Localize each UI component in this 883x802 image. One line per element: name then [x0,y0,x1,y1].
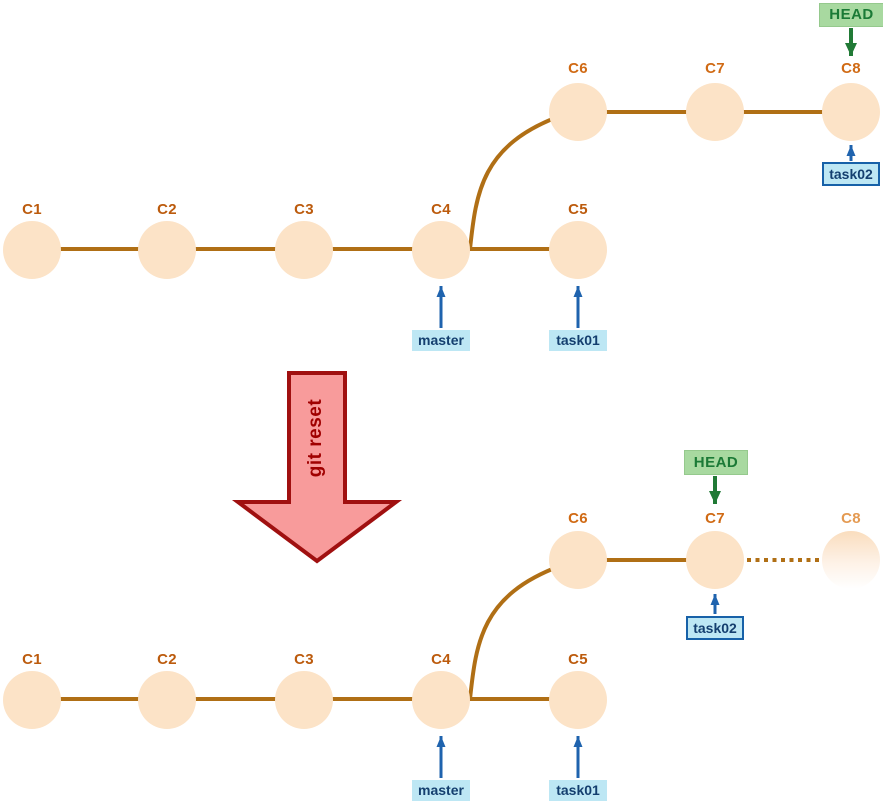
commit-label-c2-after: C2 [157,651,177,668]
commit-node-c2-before [138,221,196,279]
commit-label-c8-after: C8 [841,510,861,527]
commit-node-c7-after [686,531,744,589]
head-badge-before: HEAD [819,3,883,27]
git-reset-arrow [231,371,403,564]
commit-node-c3-after [275,671,333,729]
commit-label-c7-after: C7 [705,510,725,527]
commit-node-c4-before [412,221,470,279]
branch-label-task02-before: task02 [822,162,880,186]
commit-label-c2-before: C2 [157,201,177,218]
branch-label-master-after: master [412,780,470,801]
commit-node-c8-after-faded [822,531,880,589]
commit-node-c7-before [686,83,744,141]
commit-label-c5-after: C5 [568,651,588,668]
commit-label-c1-before: C1 [22,201,42,218]
head-badge-after: HEAD [684,450,748,475]
branch-label-task02-after: task02 [686,616,744,640]
commit-node-c5-before [549,221,607,279]
commit-node-c6-after [549,531,607,589]
commit-node-c4-after [412,671,470,729]
commit-label-c4-before: C4 [431,201,451,218]
commit-label-c7-before: C7 [705,60,725,77]
commit-node-c1-after [3,671,61,729]
commit-node-c2-after [138,671,196,729]
branch-label-task01-after: task01 [549,780,607,801]
commit-label-c6-after: C6 [568,510,588,527]
branch-label-master-before: master [412,330,470,351]
commit-node-c6-before [549,83,607,141]
commit-label-c8-before: C8 [841,60,861,77]
branch-label-task01-before: task01 [549,330,607,351]
commit-node-c8-before [822,83,880,141]
commit-node-c1-before [3,221,61,279]
commit-node-c3-before [275,221,333,279]
after-branch-curve [468,564,561,700]
commit-label-c1-after: C1 [22,651,42,668]
commit-label-c6-before: C6 [568,60,588,77]
commit-label-c3-before: C3 [294,201,314,218]
before-branch-curve [468,114,561,250]
commit-node-c5-after [549,671,607,729]
commit-label-c5-before: C5 [568,201,588,218]
git-reset-label: git reset [305,398,326,478]
commit-label-c3-after: C3 [294,651,314,668]
commit-label-c4-after: C4 [431,651,451,668]
